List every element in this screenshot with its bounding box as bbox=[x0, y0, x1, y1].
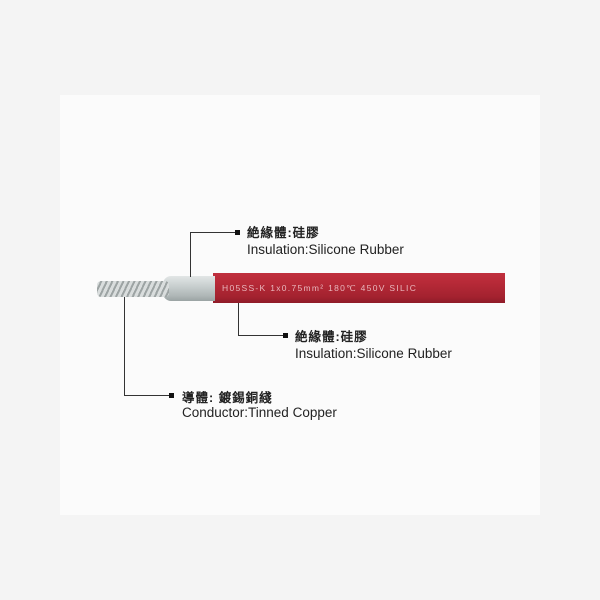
leader-line bbox=[190, 232, 191, 277]
inner-insulation bbox=[163, 276, 215, 301]
leader-line bbox=[124, 395, 170, 396]
leader-line bbox=[190, 232, 236, 233]
jacket-print: H05SS-K 1x0.75mm² 180℃ 450V SILIC bbox=[222, 283, 418, 293]
leader-line bbox=[238, 303, 239, 336]
leader-dot bbox=[283, 333, 288, 338]
leader-dot bbox=[235, 230, 240, 235]
outer-jacket bbox=[213, 273, 505, 303]
callout-label-en: Insulation:Silicone Rubber bbox=[295, 346, 452, 361]
tinned-copper-conductor bbox=[97, 281, 169, 297]
callout-label-zh: 絶緣體:硅膠 bbox=[295, 330, 368, 344]
callout-label-zh: 絶緣體:硅膠 bbox=[247, 226, 320, 240]
callout-label-en: Conductor:Tinned Copper bbox=[182, 405, 337, 420]
leader-line bbox=[238, 335, 284, 336]
leader-dot bbox=[169, 393, 174, 398]
leader-line bbox=[124, 297, 125, 396]
diagram-panel bbox=[60, 95, 540, 515]
callout-label-zh: 導體: 鍍錫銅綫 bbox=[182, 391, 273, 405]
callout-label-en: Insulation:Silicone Rubber bbox=[247, 242, 404, 257]
